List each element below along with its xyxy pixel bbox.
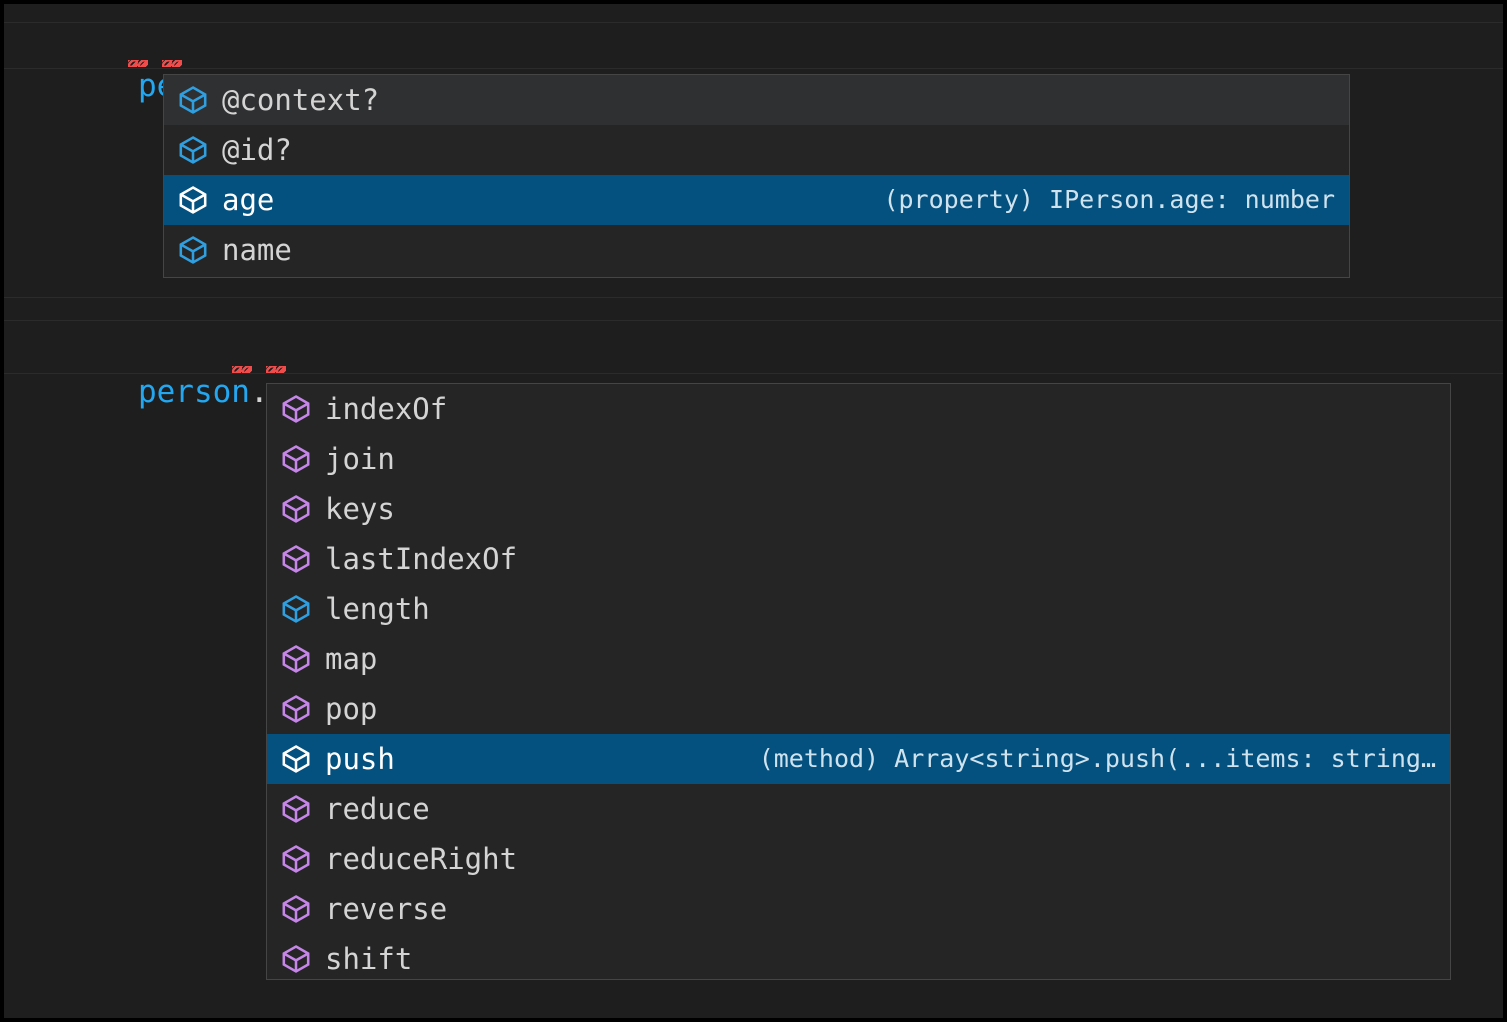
method-cube-icon: [282, 845, 310, 873]
suggestion-label: reduce: [325, 792, 430, 826]
method-cube-icon: [282, 395, 310, 423]
method-cube-icon: [282, 795, 310, 823]
suggestion-item-reduce[interactable]: reduce: [267, 784, 1450, 834]
suggestion-label: reduceRight: [325, 842, 518, 876]
method-cube-icon: [282, 545, 310, 573]
suggestion-item-map[interactable]: map: [267, 634, 1450, 684]
suggestion-label: pop: [325, 692, 378, 726]
property-cube-icon: [179, 136, 207, 164]
suggestion-label: join: [325, 442, 395, 476]
suggestion-label: keys: [325, 492, 395, 526]
editor-rule: [4, 320, 1503, 321]
method-cube-icon: [282, 945, 310, 973]
suggestion-item-shift[interactable]: shift: [267, 934, 1450, 979]
suggestion-label: push: [325, 742, 395, 776]
property-cube-icon: [179, 86, 207, 114]
suggestion-label: name: [222, 233, 292, 267]
method-cube-icon: [282, 445, 310, 473]
error-squiggle-icon: [232, 366, 252, 373]
suggestion-item-context[interactable]: @context?: [164, 75, 1349, 125]
property-cube-icon: [282, 595, 310, 623]
suggestion-item-id[interactable]: @id?: [164, 125, 1349, 175]
error-squiggle-icon: [266, 366, 286, 373]
property-cube-icon: [179, 186, 207, 214]
suggestion-label: @context?: [222, 83, 380, 117]
code-editor-surface[interactable]: person.; @context? @id?: [4, 4, 1503, 1018]
method-cube-icon: [282, 745, 310, 773]
suggestion-item-indexof[interactable]: indexOf: [267, 384, 1450, 434]
suggestion-item-push[interactable]: push (method) Array<string>.push(...item…: [267, 734, 1450, 784]
editor-rule: [4, 373, 1503, 374]
suggestion-item-join[interactable]: join: [267, 434, 1450, 484]
property-cube-icon: [179, 236, 207, 264]
suggestion-item-keys[interactable]: keys: [267, 484, 1450, 534]
suggestion-label: @id?: [222, 133, 292, 167]
suggestion-label: lastIndexOf: [325, 542, 518, 576]
suggestion-popup-properties[interactable]: @context? @id? age (property) IPerson.ag…: [163, 74, 1350, 278]
token-variable-person: person: [137, 374, 250, 410]
method-cube-icon: [282, 495, 310, 523]
editor-rule: [4, 68, 1503, 69]
error-squiggle-icon: [128, 60, 148, 67]
suggestion-popup-array-members[interactable]: indexOf join keys: [266, 383, 1451, 980]
method-cube-icon: [282, 895, 310, 923]
suggestion-item-reverse[interactable]: reverse: [267, 884, 1450, 934]
error-squiggle-icon: [162, 60, 182, 67]
suggestion-item-pop[interactable]: pop: [267, 684, 1450, 734]
suggestion-item-name[interactable]: name: [164, 225, 1349, 275]
suggestion-detail: (property) IPerson.age: number: [883, 185, 1335, 214]
suggestion-label: map: [325, 642, 378, 676]
suggestion-label: age: [222, 183, 275, 217]
suggestion-item-length[interactable]: length: [267, 584, 1450, 634]
suggestion-label: length: [325, 592, 430, 626]
suggestion-label: indexOf: [325, 392, 448, 426]
suggestion-item-reduceright[interactable]: reduceRight: [267, 834, 1450, 884]
suggestion-label: shift: [325, 942, 413, 976]
token-punct-dot: .: [249, 374, 269, 410]
suggestion-label: reverse: [325, 892, 448, 926]
suggestion-detail: (method) Array<string>.push(...items: st…: [758, 744, 1436, 773]
method-cube-icon: [282, 645, 310, 673]
editor-rule: [4, 297, 1503, 298]
suggestion-item-age[interactable]: age (property) IPerson.age: number: [164, 175, 1349, 225]
suggestion-item-lastindexof[interactable]: lastIndexOf: [267, 534, 1450, 584]
method-cube-icon: [282, 695, 310, 723]
editor-rule: [4, 22, 1503, 23]
